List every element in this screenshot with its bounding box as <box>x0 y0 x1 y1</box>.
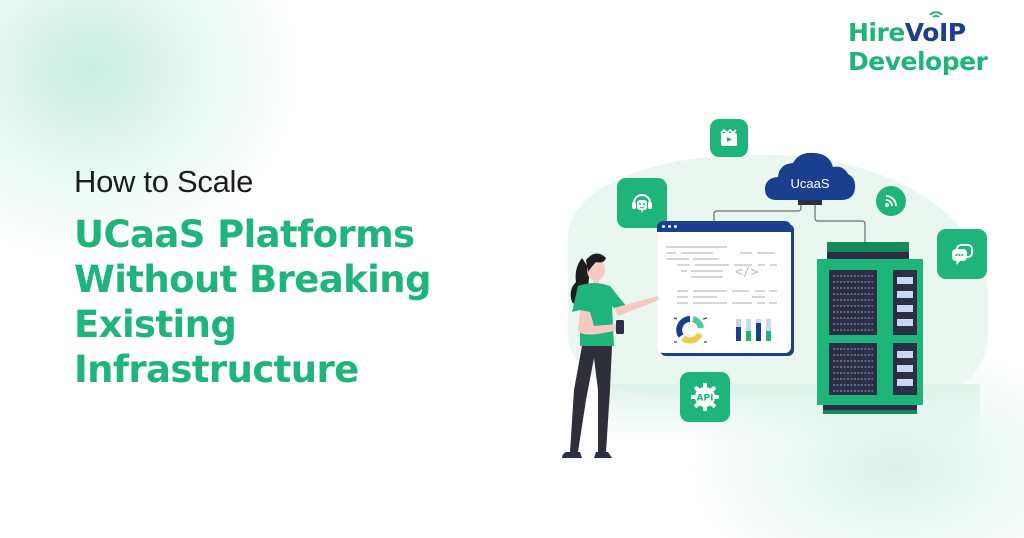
wifi-bubble[interactable] <box>876 186 906 216</box>
title-line-4: Infrastructure <box>74 348 359 391</box>
headline-subtitle: How to Scale <box>74 164 254 199</box>
donut-chart-icon <box>673 316 708 344</box>
title-line-2: Without Breaking <box>74 258 431 301</box>
logo-line-1: HireVoIP <box>848 11 987 47</box>
ucaas-cloud[interactable]: UcaaS <box>763 150 857 206</box>
browser-window[interactable]: </> <box>657 221 791 353</box>
logo-voip-text: VoIP <box>904 11 966 47</box>
server-rack[interactable] <box>817 242 923 414</box>
headline-title: UCaaS Platforms Without Breaking Existin… <box>74 212 431 392</box>
window-titlebar <box>657 221 791 232</box>
video-tile[interactable] <box>710 119 748 157</box>
logo-developer-text: Developer <box>848 47 988 76</box>
logo-voip-label: VoIP <box>904 18 966 47</box>
api-label: API <box>697 394 714 404</box>
code-icon: </> <box>735 265 759 280</box>
window-dot <box>674 225 677 228</box>
wifi-signal-icon <box>929 11 943 18</box>
code-lines <box>666 246 777 344</box>
window-dot <box>668 225 671 228</box>
window-dot <box>662 225 665 228</box>
person-pointing <box>562 253 659 458</box>
logo-hire-text: Hire <box>848 18 905 47</box>
bar-chart-icon <box>736 319 771 341</box>
video-icon <box>720 129 737 146</box>
wifi-bubble-icon <box>885 195 897 207</box>
cloud-label: UcaaS <box>790 176 830 191</box>
title-line-3: Existing <box>74 303 237 346</box>
background-glow-top-left <box>0 0 300 260</box>
chat-icon <box>952 244 973 265</box>
cloud-icon <box>765 152 856 205</box>
api-gear-icon: API <box>691 383 719 411</box>
support-agent-tile[interactable] <box>617 178 667 228</box>
title-line-1: UCaaS Platforms <box>74 213 415 256</box>
brand-logo[interactable]: HireVoIP Developer <box>848 11 988 76</box>
chat-tile[interactable] <box>937 229 987 279</box>
api-tile[interactable]: API <box>680 372 730 422</box>
headline: How to Scale UCaaS Platforms Without Bre… <box>74 164 431 392</box>
support-agent-icon <box>632 194 652 213</box>
